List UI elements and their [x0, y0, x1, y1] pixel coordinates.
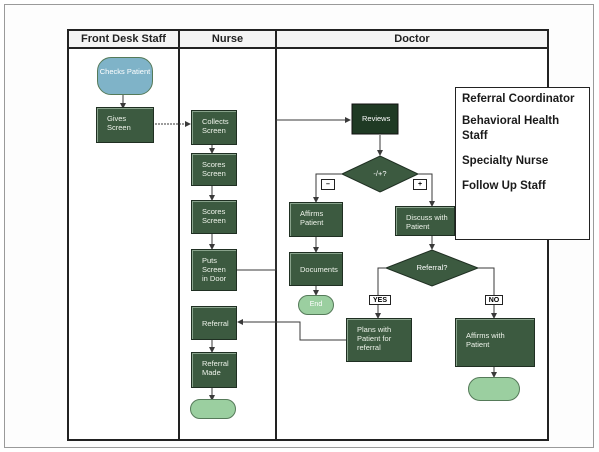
collects-screen-step: Collects Screen	[191, 110, 237, 145]
reviews-label: Reviews	[362, 114, 391, 123]
referral-decision-label: Referral?	[416, 263, 448, 272]
lane-front-desk: Front Desk Staff	[69, 31, 180, 439]
no-tag: NO	[485, 295, 503, 305]
scores-screen-step-2: Scores Screen	[191, 200, 237, 234]
lane-doctor: Doctor	[277, 31, 547, 439]
legend-referral-coordinator: Referral Coordinator	[462, 93, 575, 105]
legend-behavioral-health-staff: Behavioral Health Staff	[462, 115, 560, 142]
plus-tag: +	[413, 179, 427, 190]
gives-screen-step: Gives Screen	[96, 107, 154, 143]
plans-with-patient-step: Plans with Patient for referral	[346, 318, 412, 362]
minus-tag: –	[321, 179, 335, 190]
legend-follow-up-staff: Follow Up Staff	[462, 180, 546, 192]
referral-made-step: Referral Made	[191, 352, 237, 388]
doctor-final-terminal	[468, 377, 520, 401]
affirms-patient-step: Affirms Patient	[289, 202, 343, 237]
affirms-with-patient-step: Affirms with Patient	[455, 318, 535, 367]
discuss-with-patient-step: Discuss with Patient	[395, 206, 455, 236]
referral-step: Referral	[191, 306, 237, 340]
result-decision-label: -/+?	[373, 169, 387, 178]
legend-specialty-nurse: Specialty Nurse	[462, 155, 549, 167]
nurse-end-terminal	[190, 399, 236, 419]
role-legend: Referral Coordinator Behavioral Health S…	[455, 87, 590, 240]
scores-screen-step-1: Scores Screen	[191, 153, 237, 186]
puts-screen-in-door-step: Puts Screen in Door	[191, 249, 237, 291]
lane-header-front-desk: Front Desk Staff	[69, 31, 178, 49]
lane-header-doctor: Doctor	[277, 31, 547, 49]
yes-tag: YES	[369, 295, 391, 305]
documents-step: Documents	[289, 252, 343, 286]
checks-patient-start: Checks Patient	[97, 57, 153, 95]
lane-header-nurse: Nurse	[180, 31, 275, 49]
doctor-end-terminal: End	[298, 295, 334, 315]
